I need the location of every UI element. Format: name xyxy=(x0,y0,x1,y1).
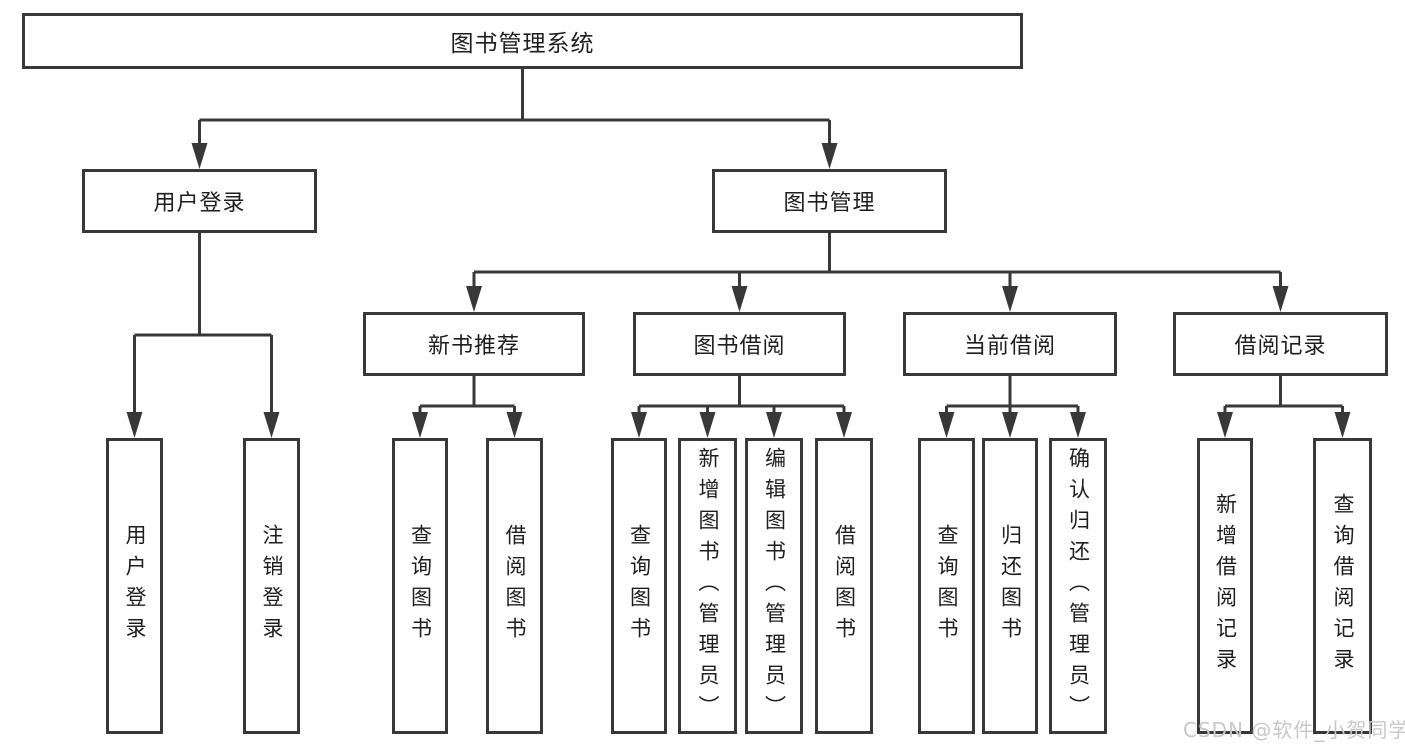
node-current-borrowing: 当前借阅 xyxy=(903,312,1117,376)
node-label: 查询借阅记录 xyxy=(1331,493,1355,679)
leaf-add-books-admin: 新增图书（管理员） xyxy=(678,438,737,734)
node-label: 当前借阅 xyxy=(963,334,1056,359)
leaf-query-books-borrowing: 查询图书 xyxy=(611,438,667,734)
node-label: 编辑图书（管理员） xyxy=(762,446,787,726)
node-new-book-recommendation: 新书推荐 xyxy=(363,312,585,376)
node-book-borrowing: 图书借阅 xyxy=(633,312,846,376)
node-label: 新增图书（管理员） xyxy=(696,446,720,726)
node-label: 借阅记录 xyxy=(1234,334,1327,359)
node-library-management-system: 图书管理系统 xyxy=(22,13,1023,69)
csdn-watermark: CSDN @软件_小贺同学 xyxy=(1183,718,1405,742)
node-label: 图书管理系统 xyxy=(450,31,595,57)
leaf-borrow-books-borrowing: 借阅图书 xyxy=(815,438,873,734)
node-label: 注销登录 xyxy=(260,524,284,648)
node-label: 图书借阅 xyxy=(693,334,786,359)
node-label: 确认归还（管理员） xyxy=(1066,446,1091,726)
leaf-query-books-current: 查询图书 xyxy=(918,438,975,734)
leaf-return-books: 归还图书 xyxy=(982,438,1038,734)
node-label: 图书管理 xyxy=(783,191,876,216)
arrowheads xyxy=(126,143,1351,438)
node-label: 查询图书 xyxy=(627,524,652,648)
node-user-login-group: 用户登录 xyxy=(82,169,317,233)
leaf-edit-books-admin: 编辑图书（管理员） xyxy=(745,438,803,734)
leaf-query-books-recommend: 查询图书 xyxy=(392,438,448,734)
leaf-borrow-books-recommend: 借阅图书 xyxy=(486,438,543,734)
node-book-management: 图书管理 xyxy=(712,169,947,233)
node-label: 借阅图书 xyxy=(503,524,527,648)
node-label: 新书推荐 xyxy=(427,334,520,359)
node-label: 用户登录 xyxy=(153,191,246,216)
node-label: 查询图书 xyxy=(935,524,959,648)
node-label: 归还图书 xyxy=(998,524,1023,648)
leaf-add-borrow-record: 新增借阅记录 xyxy=(1197,438,1253,734)
leaf-confirm-return-admin: 确认归还（管理员） xyxy=(1049,438,1107,734)
leaf-logout: 注销登录 xyxy=(243,438,300,734)
node-label: 查询图书 xyxy=(408,524,433,648)
node-label: 用户登录 xyxy=(123,524,147,648)
leaf-user-login: 用户登录 xyxy=(106,438,163,734)
node-label: 借阅图书 xyxy=(832,524,857,648)
leaf-query-borrow-record: 查询借阅记录 xyxy=(1313,438,1372,734)
node-label: 新增借阅记录 xyxy=(1213,493,1238,679)
node-borrowing-records: 借阅记录 xyxy=(1173,312,1388,376)
